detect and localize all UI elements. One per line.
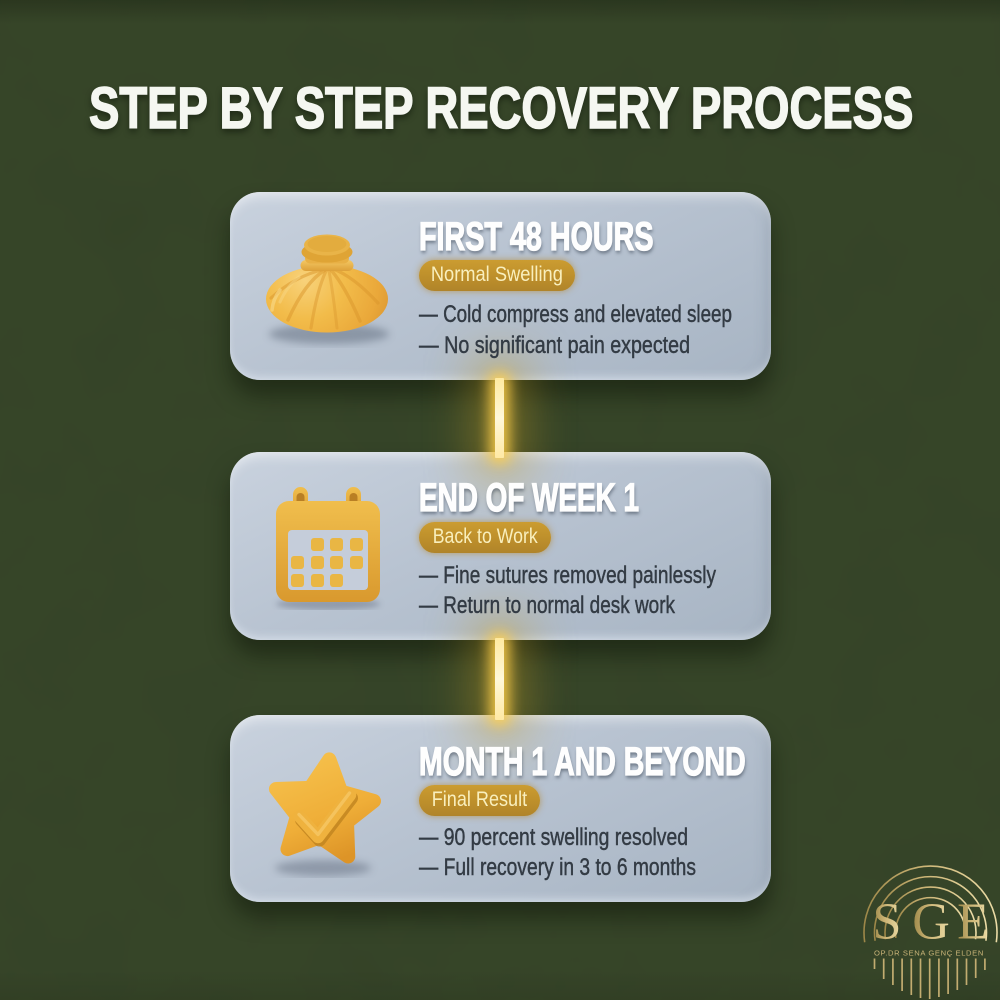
- svg-text:S: S: [873, 894, 902, 951]
- svg-text:G: G: [912, 894, 950, 951]
- svg-text:E: E: [957, 894, 989, 951]
- svg-text:OP.DR SENA GENÇ ELDEN: OP.DR SENA GENÇ ELDEN: [874, 949, 984, 958]
